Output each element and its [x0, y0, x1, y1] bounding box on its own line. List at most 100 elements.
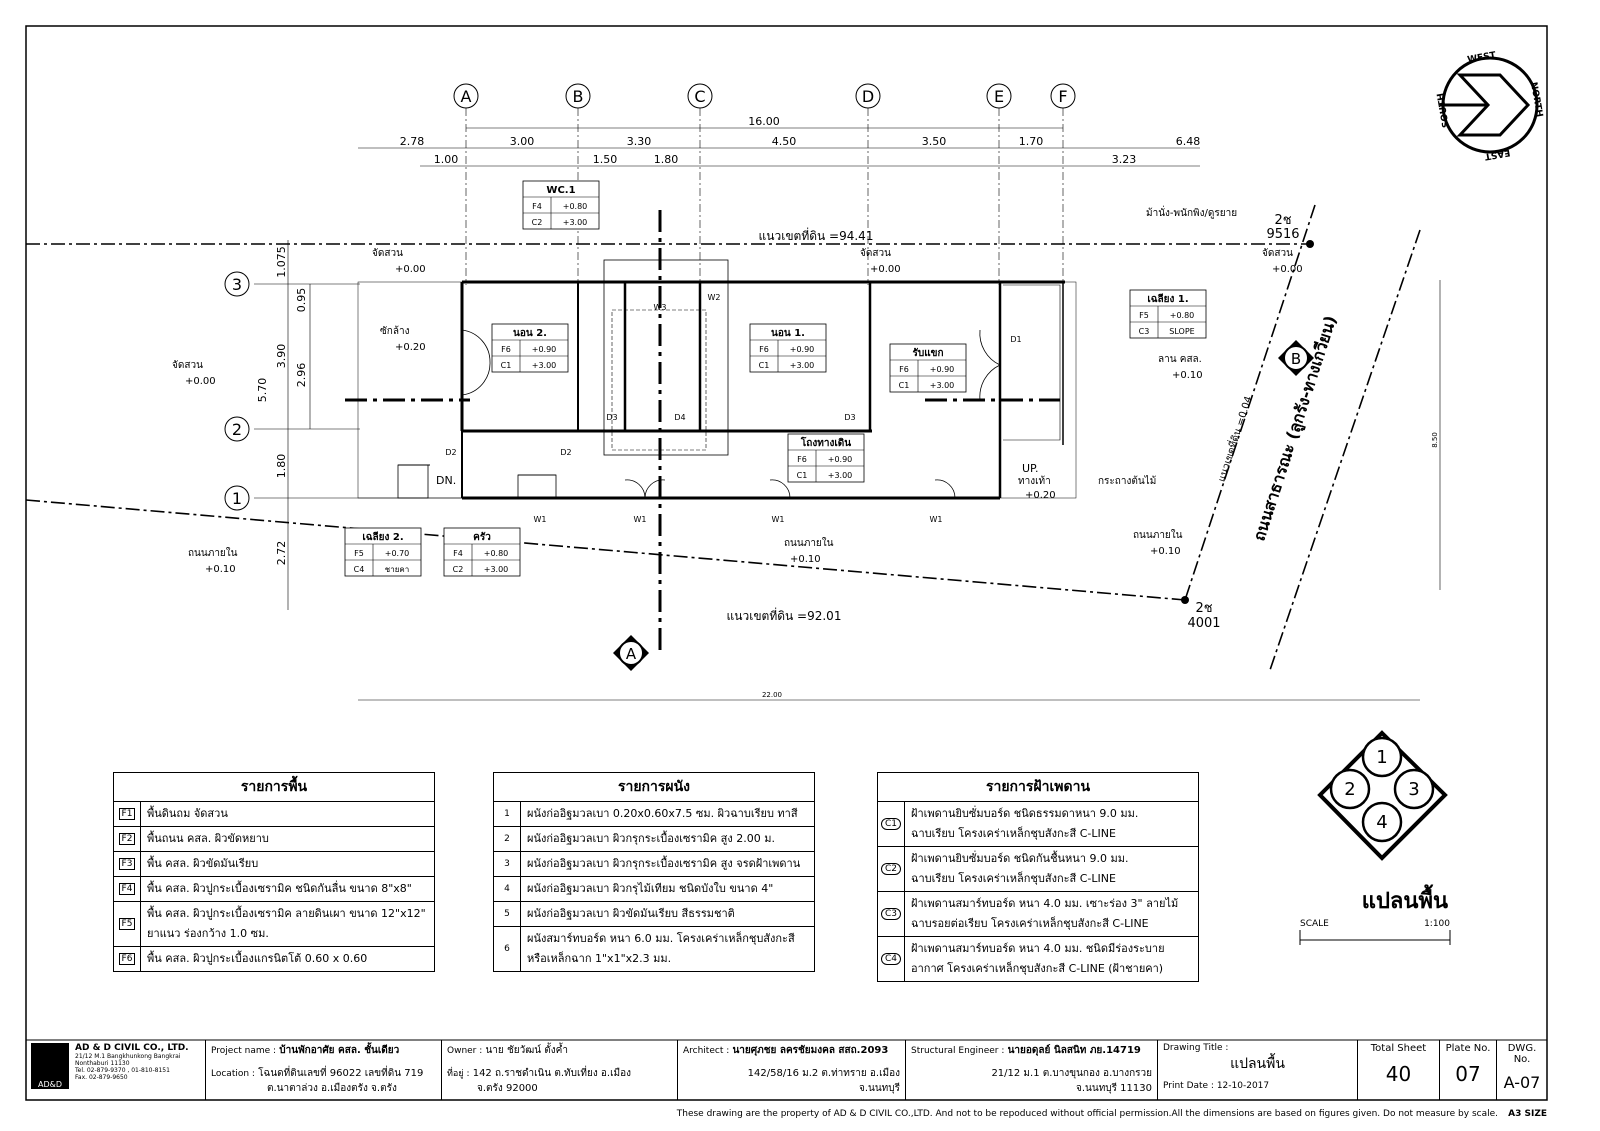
garden-4: จัดสวน — [172, 360, 203, 371]
dim-left-1: 1.075 — [275, 246, 288, 278]
compass: WEST NORTH EAST SOUTH — [1436, 50, 1544, 161]
garden-2-level: +0.00 — [870, 264, 901, 275]
room-name: เฉลียง 1. — [1147, 293, 1188, 305]
scale-label: SCALE — [1300, 919, 1329, 929]
dim-left-5: 1.80 — [275, 454, 288, 479]
floor-level: +0.90 — [828, 455, 853, 464]
row-code: F4 — [114, 877, 141, 901]
row-text-line: พื้น คสล. ผิวปูกระเบื้องแกรนิตโต้ 0.60 x… — [147, 952, 368, 965]
plate-label: Plate No. — [1445, 1043, 1491, 1054]
code-label: 4 — [504, 884, 510, 894]
row-text-line-2: อากาศ โครงเคร่าเหล็กชุบสังกะสี C-LINE (ฝ… — [911, 962, 1164, 975]
row-text: ผนังก่ออิฐมวลเบา 0.20x0.60x7.5 ซม. ผิวฉา… — [521, 802, 804, 826]
road-2: ถนนภายใน — [784, 537, 834, 549]
entry-level: +0.20 — [1025, 490, 1056, 501]
floor-code: F4 — [453, 549, 463, 558]
architect-label: Architect : — [683, 1046, 730, 1056]
row-text-line: ผนังก่ออิฐมวลเบา ผิวกรุกระเบื้องเซรามิค … — [527, 832, 775, 845]
row-text-line-2: ฉาบเรียบ โครงเคร่าเหล็กชุบสังกะสี C-LINE — [911, 872, 1116, 885]
section-a-label: A — [626, 645, 637, 663]
column-bubbles: A B C D E F — [453, 83, 1076, 109]
engineer-name: นายอดุลย์ นิลสนิท ภย.14719 — [1007, 1045, 1141, 1056]
entry-label: ทางเท้า — [1018, 475, 1051, 487]
ceiling-table-title: รายการฝ้าเพดาน — [878, 773, 1198, 802]
row-text-line-2: ฉาบเรียบ โครงเคร่าเหล็กชุบสังกะสี C-LINE — [911, 827, 1116, 840]
room-tag-box — [787, 433, 865, 483]
row-code: 6 — [494, 927, 521, 971]
title-block-frame — [26, 1039, 1547, 1101]
garden-2: จัดสวน — [860, 248, 891, 259]
row-code: F1 — [114, 802, 141, 826]
ceiling-row: C4 ฝ้าเพดานสมาร์ทบอร์ด หนา 4.0 มม. ชนิดมี… — [878, 937, 1198, 981]
dim-right: 8.50 — [1431, 432, 1439, 448]
company-cell: AD&D AD & D CIVIL CO., LTD. 21/12 M.1 Ba… — [26, 1040, 206, 1100]
row-text: พื้น คสล. ผิวปูกระเบื้องเซรามิค ลายดินเผ… — [141, 902, 432, 946]
project-value: บ้านพักอาศัย คสล. ชั้นเดียว — [279, 1045, 400, 1056]
dwg-cell: DWG. No. A-07 — [1497, 1040, 1547, 1100]
code-label: C4 — [880, 953, 901, 965]
road-1: ถนนภายใน — [188, 547, 238, 559]
garden-3-level: +0.00 — [1272, 264, 1303, 275]
row-text-line: ฝ้าเพดานสมาร์ทบอร์ด หนา 4.0 มม. ชนิดมีร่… — [911, 942, 1165, 955]
room-name: นอน 2. — [513, 328, 547, 339]
row-text-line: พื้น คสล. ผิวปูกระเบื้องเซรามิค ลายดินเผ… — [147, 907, 426, 920]
company-addr-1: 21/12 M.1 Bangkhunkong Bangkrai — [75, 1053, 181, 1060]
tag-w2: W2 — [708, 293, 721, 302]
row-code: 4 — [494, 877, 521, 901]
tag-d4: D4 — [674, 413, 685, 422]
row-text: ผนังก่ออิฐมวลเบา ผิวกรุกระเบื้องเซรามิค … — [521, 852, 806, 876]
row-text-line: ผนังก่ออิฐมวลเบา ผิวขัดมันเรียบ สีธรรมชา… — [527, 907, 735, 920]
dim-left-6: 2.72 — [275, 541, 288, 566]
dim-second-2: 1.50 — [593, 153, 618, 166]
dim-second-4: 3.23 — [1112, 153, 1137, 166]
row-text-line: ผนังก่ออิฐมวลเบา ผิวกรุไม้เทียม ชนิดบังใ… — [527, 882, 774, 895]
code-label: C2 — [880, 863, 901, 875]
compass-south: SOUTH — [1436, 92, 1452, 128]
ceiling-code: C1 — [501, 361, 512, 370]
code-label: F5 — [118, 918, 136, 930]
code-label: 1 — [504, 809, 510, 819]
plate-cell: Plate No. 07 — [1440, 1040, 1497, 1100]
owner-name: นาย ชัยวัฒน์ ตั้งค้ำ — [485, 1045, 568, 1056]
row-text-line: ผนังสมาร์ทบอร์ด หนา 6.0 มม. โครงเคร่าเหล… — [527, 932, 795, 945]
row-text-line: ฝ้าเพดานสมาร์ทบอร์ด หนา 4.0 มม. เซาะร่อง… — [911, 897, 1179, 910]
row-text-line: พื้น คสล. ผิวปูกระเบื้องเซรามิค ชนิดกันล… — [147, 882, 412, 895]
owner-addr-label: ที่อยู่ : — [447, 1069, 470, 1079]
ceiling-code: C4 — [354, 565, 365, 574]
ceiling-code: C1 — [899, 381, 910, 390]
dim-top-2: 3.00 — [510, 135, 535, 148]
marker-top-line1: 2ช — [1274, 213, 1291, 228]
floor-code: F6 — [899, 365, 909, 374]
tag-d2b: D2 — [560, 448, 571, 457]
marker-bottom-line2: 4001 — [1187, 616, 1220, 631]
code-label: F4 — [118, 883, 136, 895]
key-plan: 1 2 3 4 — [1317, 730, 1448, 861]
dim-left-total: 5.70 — [256, 378, 269, 403]
row-text: พื้นดินถม จัดสวน — [141, 802, 234, 826]
engineer-addr-1: 21/12 ม.1 ต.บางขุนกอง อ.บางกรวย — [991, 1068, 1152, 1079]
row-text: พื้น คสล. ผิวปูกระเบื้องเซรามิค ชนิดกันล… — [141, 877, 418, 901]
floor-code: F4 — [532, 202, 542, 211]
row-text-line-2: หรือเหล็กฉาก 1"x1"x2.3 มม. — [527, 952, 672, 965]
dimension-lines — [287, 127, 1441, 701]
dim-left-2: 0.95 — [295, 288, 308, 313]
ceiling-code: C2 — [453, 565, 464, 574]
floor-level: +0.80 — [484, 549, 509, 558]
row-text-line: ผนังก่ออิฐมวลเบา 0.20x0.60x7.5 ซม. ผิวฉา… — [527, 807, 798, 820]
down-label: DN. — [436, 474, 456, 487]
architect-name: นายศุภชย ลครชัยมงคล สสถ.2093 — [732, 1045, 889, 1056]
code-label: F2 — [118, 833, 136, 845]
floor-level: +0.80 — [1170, 311, 1195, 320]
compass-west: WEST — [1467, 50, 1498, 65]
drawing-title-cell: Drawing Title : แปลนพื้น Print Date : 12… — [1158, 1040, 1358, 1100]
road-2-level: +0.10 — [790, 554, 821, 565]
ceiling-code: C1 — [759, 361, 770, 370]
key-plan-1: 1 — [1376, 747, 1387, 768]
print-date: Print Date : 12-10-2017 — [1163, 1081, 1270, 1091]
